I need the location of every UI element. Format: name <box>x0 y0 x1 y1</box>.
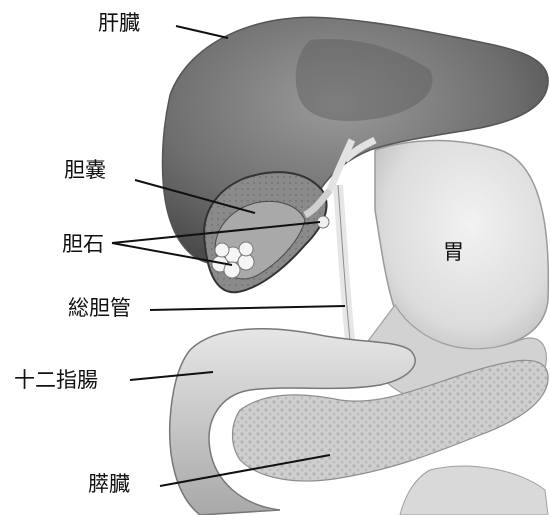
label-pancreas: 膵臓 <box>88 474 130 495</box>
leader-liver <box>176 26 228 38</box>
label-stomach: 胃 <box>443 242 464 263</box>
label-liver: 肝臓 <box>98 13 140 34</box>
label-gallstones: 胆石 <box>62 234 104 255</box>
intestine <box>400 466 548 515</box>
leader-common-bile-duct <box>150 306 345 310</box>
label-gallbladder: 胆嚢 <box>64 160 106 181</box>
label-common-bile-duct: 総胆管 <box>68 298 131 319</box>
label-duodenum: 十二指腸 <box>14 370 98 391</box>
